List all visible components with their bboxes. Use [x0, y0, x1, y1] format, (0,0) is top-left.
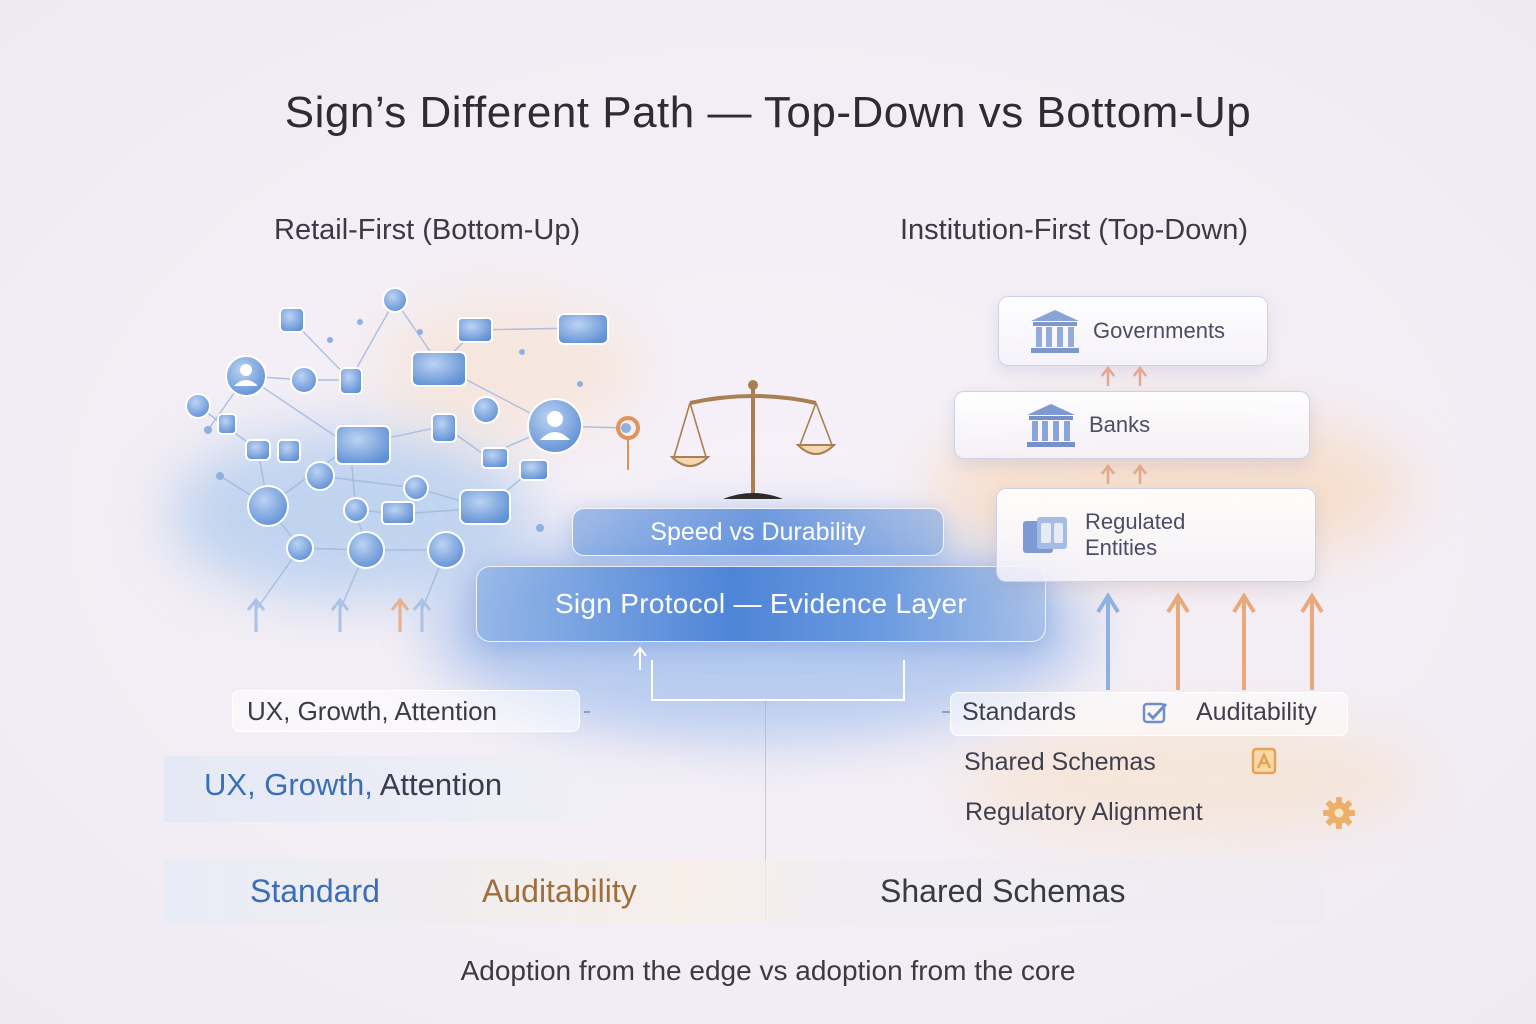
download-icon-2: [340, 368, 362, 394]
download-icon-4: [218, 414, 236, 434]
diagram-title: Sign’s Different Path — Top-Down vs Bott…: [0, 88, 1536, 138]
download-icon-3: [432, 414, 456, 442]
right-standards-label: Standards: [962, 698, 1076, 727]
network-up-arrows: [248, 600, 430, 632]
footer-caption: Adoption from the edge vs adoption from …: [0, 955, 1536, 987]
tradeoff-label: Speed vs Durability: [572, 508, 944, 556]
institution-label-governments: Governments: [1093, 318, 1225, 344]
user-small-icon: [186, 394, 210, 418]
institution-label-regulated-entities: Regulated Entities: [1085, 509, 1185, 561]
schema-document-icon: [1250, 746, 1278, 776]
institution-card-banks: Banks: [954, 391, 1310, 459]
m-badge-icon: [348, 532, 384, 568]
evidence-layer-text: Sign Protocol — Evidence Layer: [555, 588, 967, 620]
card-icon: [482, 448, 508, 468]
right-regulatory-alignment-label: Regulatory Alignment: [965, 798, 1203, 827]
bank-building-icon: [1023, 401, 1079, 449]
wallet-card-icon: [460, 490, 510, 524]
left-column-heading: Retail-First (Bottom-Up): [274, 214, 580, 247]
left-focus-text: UX, Growth, Attention: [247, 696, 497, 727]
institution-card-regulated-entities: Regulated Entities: [996, 488, 1316, 582]
bottom-shared-schemas-label: Shared Schemas: [880, 873, 1125, 910]
plus-icon-2: [428, 532, 464, 568]
left-focus-large-dark: Attention: [380, 767, 502, 802]
mail-icon-2: [382, 502, 414, 524]
pin-icon-5: [287, 535, 313, 561]
bank-building-icon: [1027, 307, 1083, 355]
evidence-layer-bar: Sign Protocol — Evidence Layer: [476, 566, 1046, 642]
pin-icon-3: [473, 397, 499, 423]
bottom-standard-label: Standard: [250, 873, 380, 910]
video-card-icon: [558, 314, 608, 344]
left-focus-row: UX, Growth, Attention: [232, 690, 580, 732]
documents-icon: [1019, 511, 1075, 559]
mail-icon: [458, 318, 492, 342]
location-pin-icon: [383, 288, 407, 312]
mail-icon-large: [336, 426, 390, 464]
download-icon-5: [278, 440, 300, 462]
institution-label-banks: Banks: [1089, 412, 1150, 438]
gear-icon: [1322, 796, 1356, 830]
right-auditability-label: Auditability: [1196, 698, 1317, 727]
download-icon: [280, 308, 304, 332]
plus-icon: [306, 462, 334, 490]
location-pin-icon-large: [248, 486, 288, 526]
left-focus-row-large: UX, Growth, Attention: [204, 767, 502, 803]
right-column-heading: Institution-First (Top-Down): [900, 214, 1248, 247]
center-connector: [584, 648, 950, 712]
cloud-icon: [246, 440, 270, 460]
pin-icon-4: [344, 498, 368, 522]
left-focus-large-blue: UX, Growth,: [204, 767, 373, 802]
tradeoff-label-text: Speed vs Durability: [650, 518, 865, 547]
checkbox-icon: [1141, 700, 1169, 726]
institution-card-governments: Governments: [998, 296, 1268, 366]
bottom-auditability-label: Auditability: [482, 873, 637, 910]
network-nodes: [186, 288, 631, 568]
image-card-icon: [412, 352, 466, 386]
pin-icon-2: [291, 367, 317, 393]
right-shared-schemas-label: Shared Schemas: [964, 748, 1156, 777]
image-icon-small: [520, 460, 548, 480]
balance-scale-icon: [668, 375, 838, 510]
user-small-icon-2: [404, 476, 428, 500]
